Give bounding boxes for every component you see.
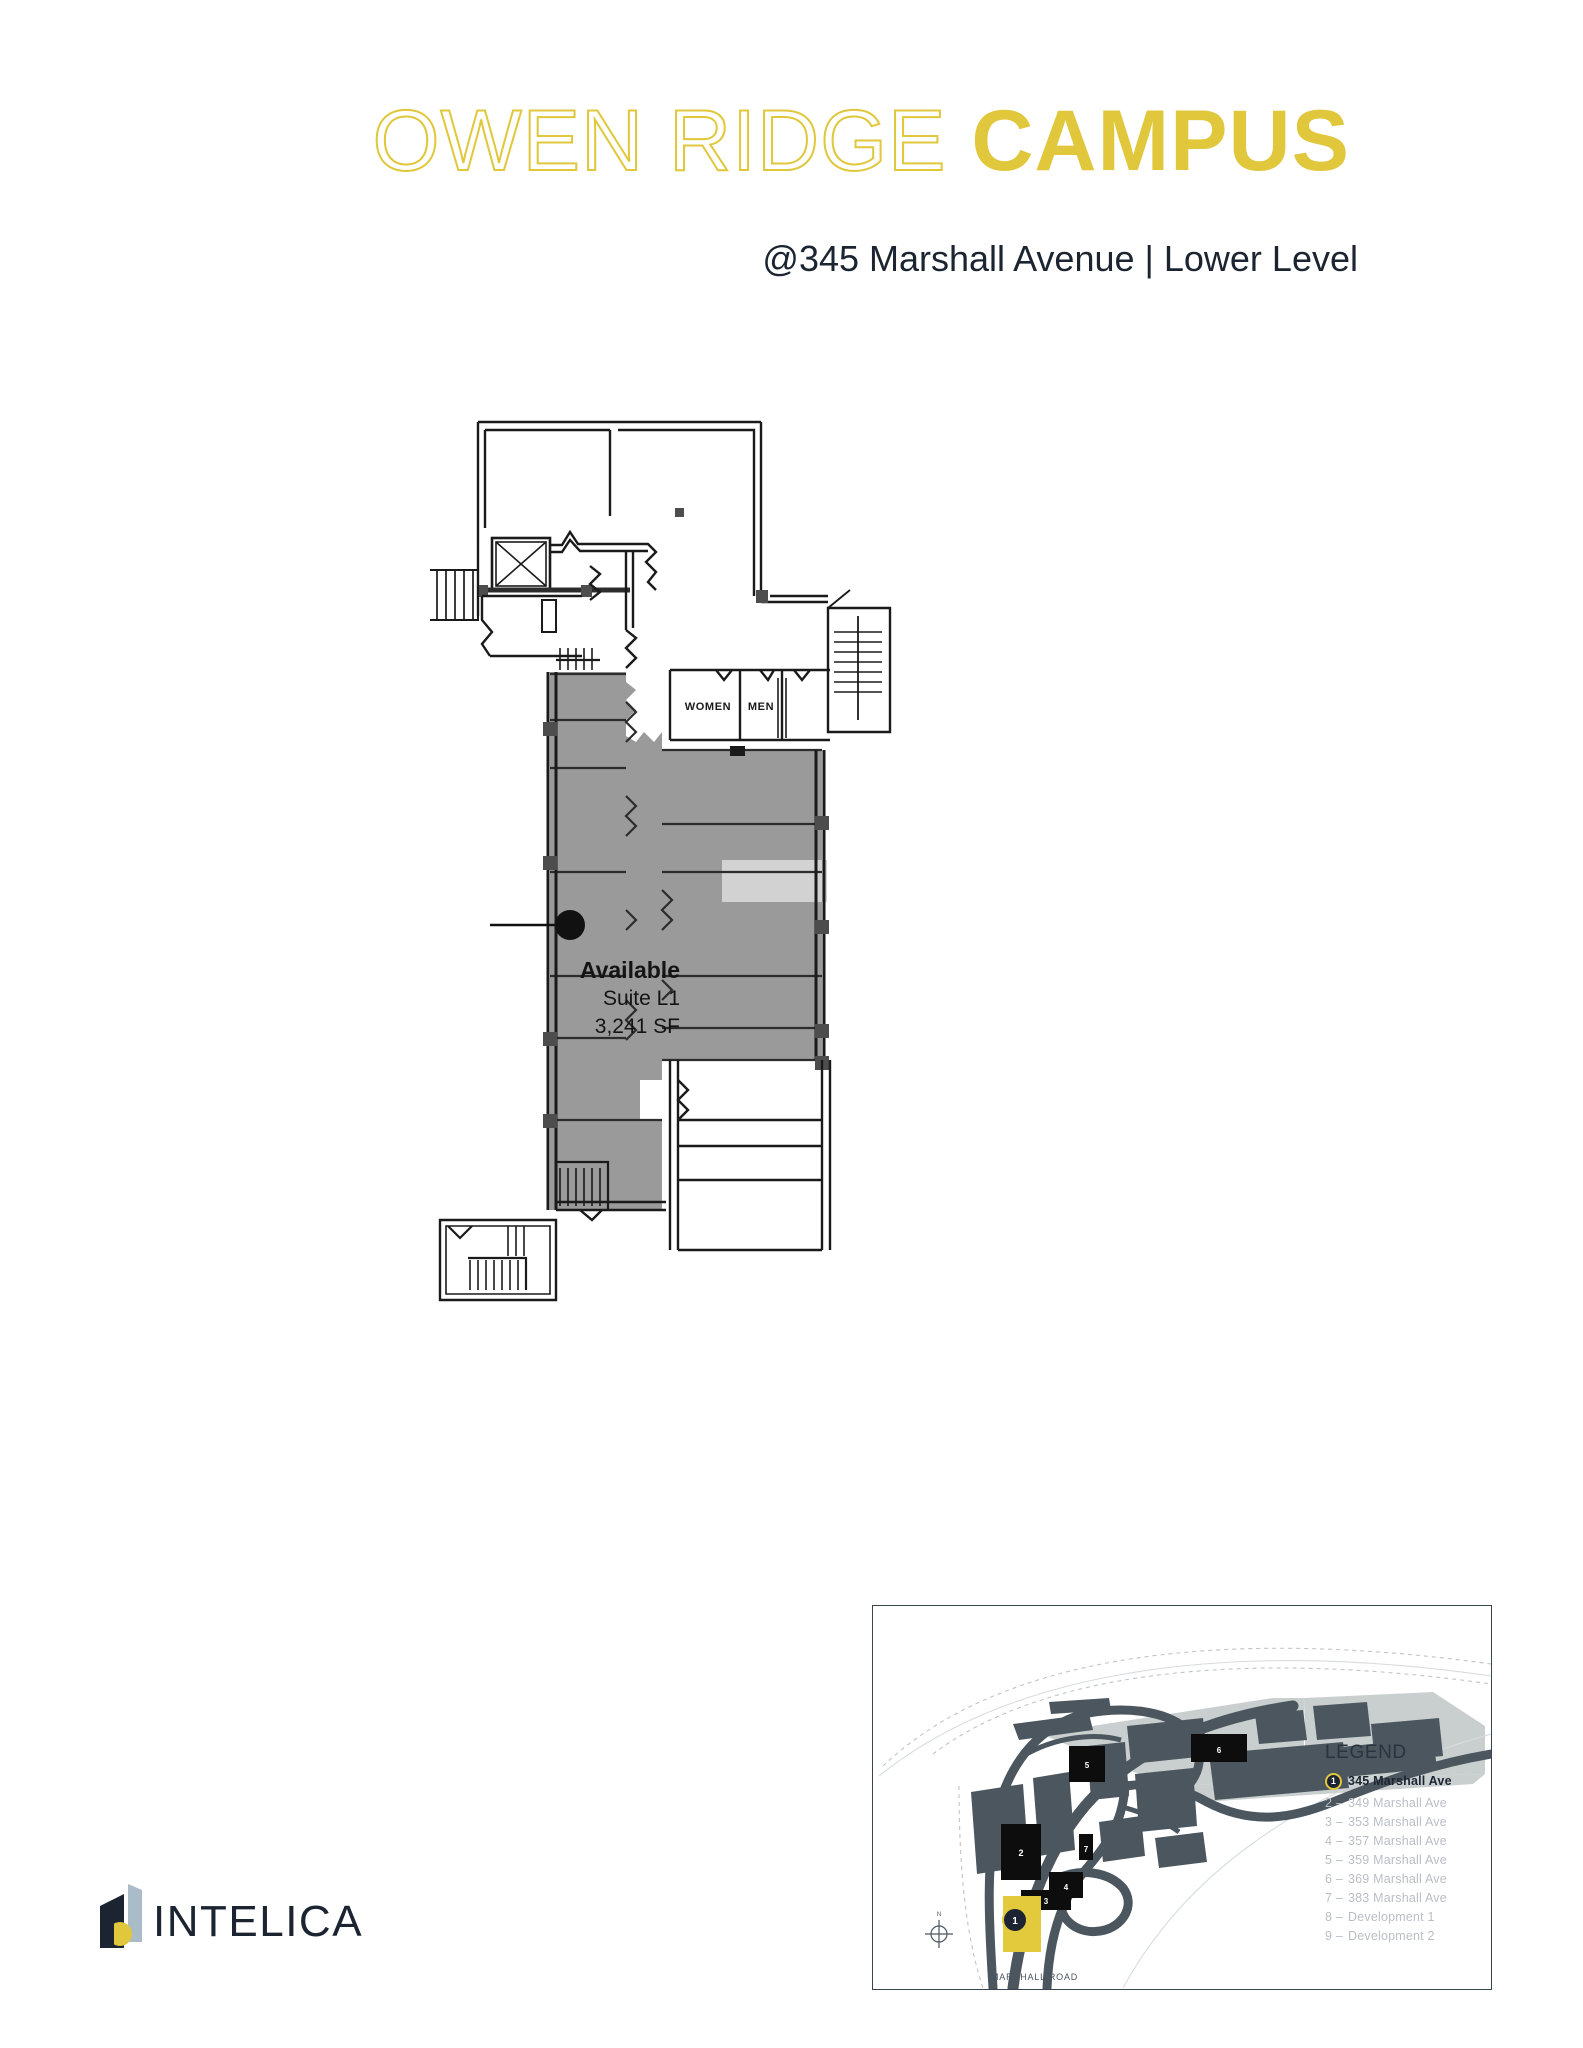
legend-number-3: 3 –	[1325, 1814, 1343, 1829]
intelica-logo-text: INTELICA	[153, 1897, 364, 1946]
legend-item-7[interactable]: 7 – 383 Marshall Ave	[1325, 1888, 1485, 1907]
svg-text:3: 3	[1044, 1897, 1049, 1906]
legend-badge-1: 1	[1325, 1772, 1342, 1790]
legend-number-2: 2 –	[1325, 1795, 1343, 1810]
svg-text:7: 7	[1084, 1845, 1089, 1854]
legend-label-1: 345 Marshall Ave	[1348, 1774, 1452, 1788]
legend-number-6: 6 –	[1325, 1871, 1343, 1886]
legend-number-9: 9 –	[1325, 1928, 1343, 1943]
legend-label-7: 383 Marshall Ave	[1348, 1890, 1447, 1905]
sitemap-boundary	[882, 1647, 1491, 1989]
callout-marker-dot	[555, 910, 585, 940]
legend-number-5: 5 –	[1325, 1852, 1343, 1867]
svg-text:2: 2	[1018, 1848, 1023, 1858]
available-suite-callout: Available Suite L1 3,241 SF	[470, 955, 680, 1041]
legend-label-9: Development 2	[1348, 1928, 1435, 1943]
compass-label: N	[937, 1912, 941, 1918]
legend-label-4: 357 Marshall Ave	[1348, 1833, 1447, 1848]
legend-label-3: 353 Marshall Ave	[1348, 1814, 1447, 1829]
intelica-logo: INTELICA	[98, 1880, 388, 1970]
legend-label-6: 369 Marshall Ave	[1348, 1871, 1447, 1886]
page-subtitle: @345 Marshall Avenue | Lower Level	[762, 238, 1358, 279]
room-label-women: WOMEN	[685, 701, 731, 713]
floor-plan: WOMEN MEN	[430, 420, 1150, 1420]
callout-status: Available	[579, 957, 680, 983]
room-label-men: MEN	[748, 701, 774, 713]
page-title-solid: CAMPUS	[971, 93, 1350, 189]
legend-item-2[interactable]: 2 – 349 Marshall Ave	[1325, 1793, 1485, 1812]
legend-label-2: 349 Marshall Ave	[1348, 1795, 1447, 1810]
legend-item-4[interactable]: 4 – 357 Marshall Ave	[1325, 1831, 1485, 1850]
svg-text:4: 4	[1064, 1883, 1069, 1892]
svg-text:6: 6	[1217, 1746, 1222, 1755]
site-map-panel: 2 3 4 5 6 7 1 N MARSHALL ROAD	[872, 1605, 1492, 1990]
legend: LEGEND 1 345 Marshall Ave 2 – 349 Marshall …	[1325, 1742, 1485, 1945]
callout-suite: Suite L1	[602, 987, 680, 1011]
legend-item-9[interactable]: 9 – Development 2	[1325, 1926, 1485, 1945]
page-title-outline: OWEN RIDGE	[372, 93, 947, 189]
legend-label-8: Development 1	[1348, 1909, 1435, 1924]
callout-area: 3,241 SF	[594, 1015, 680, 1039]
sitemap-roads-minor	[1021, 1734, 1181, 1835]
page-title: OWEN RIDGE CAMPUS	[0, 97, 1350, 185]
legend-number-7: 7 –	[1325, 1890, 1343, 1905]
svg-text:1: 1	[1012, 1916, 1018, 1927]
legend-item-1[interactable]: 1 345 Marshall Ave	[1325, 1769, 1485, 1793]
legend-item-6[interactable]: 6 – 369 Marshall Ave	[1325, 1869, 1485, 1888]
page-header: OWEN RIDGE CAMPUS @345 Marshall Avenue |…	[0, 0, 1583, 300]
compass-rose	[925, 1920, 953, 1948]
svg-text:5: 5	[1085, 1761, 1090, 1770]
legend-item-3[interactable]: 3 – 353 Marshall Ave	[1325, 1812, 1485, 1831]
legend-item-8[interactable]: 8 – Development 1	[1325, 1907, 1485, 1926]
legend-item-5[interactable]: 5 – 359 Marshall Ave	[1325, 1850, 1485, 1869]
intelica-logo-mark	[100, 1884, 142, 1948]
legend-number-8: 8 –	[1325, 1909, 1343, 1924]
sitemap-road-label: MARSHALL ROAD	[991, 1972, 1078, 1982]
legend-number-4: 4 –	[1325, 1833, 1343, 1848]
sitemap-building-1-highlight: 1	[1002, 1896, 1041, 1952]
legend-title: LEGEND	[1325, 1742, 1407, 1763]
legend-label-5: 359 Marshall Ave	[1348, 1852, 1447, 1867]
